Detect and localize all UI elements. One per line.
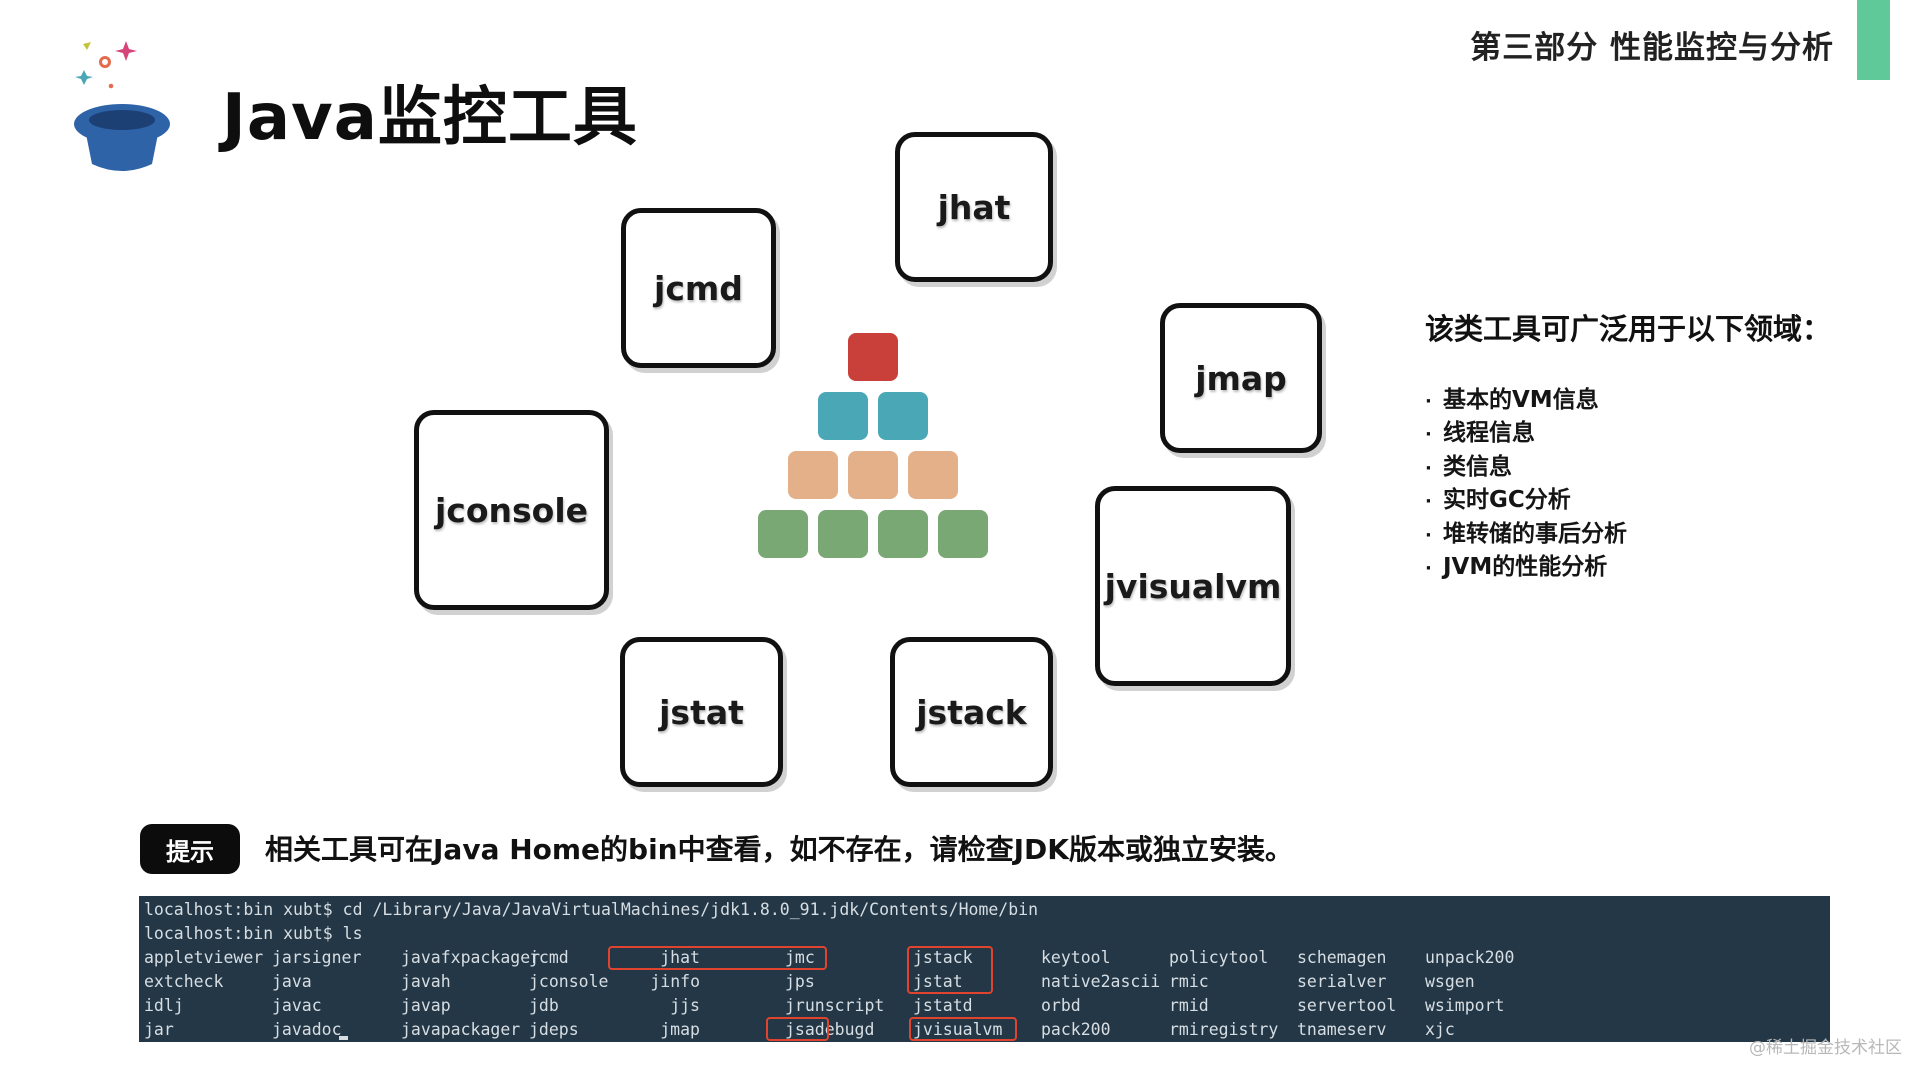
terminal-file-java: java <box>272 972 312 991</box>
terminal-file-javapackager: javapackager <box>401 1020 521 1039</box>
pyramid-block <box>818 510 868 558</box>
pyramid-block <box>938 510 988 558</box>
pyramid-block <box>758 510 808 558</box>
list-item: · 堆转储的事后分析 <box>1425 518 1627 551</box>
uses-list: · 基本的VM信息 · 线程信息 · 类信息 · 实时GC分析 · 堆转储的事后分析 · J… <box>1425 384 1627 584</box>
tip-badge: 提示 <box>140 824 240 874</box>
pyramid-block <box>848 333 898 381</box>
list-item: · 基本的VM信息 <box>1425 384 1627 417</box>
terminal-file-extcheck: extcheck <box>144 972 224 991</box>
tool-card-jvisualvm: jvisualvm <box>1095 486 1291 686</box>
bullet-icon: · <box>1425 424 1432 446</box>
terminal-file-jsadebugd: jsadebugd <box>785 1020 875 1039</box>
terminal-file-jhat: jhat <box>660 948 700 967</box>
terminal-file-javadoc: javadoc <box>272 1020 342 1039</box>
terminal-file-serialver: serialver <box>1297 972 1387 991</box>
terminal-file-jstatd: jstatd <box>913 996 973 1015</box>
watermark: @稀土掘金技术社区 <box>1749 1038 1902 1058</box>
list-item: · 实时GC分析 <box>1425 484 1627 517</box>
terminal-file-tnameserv: tnameserv <box>1297 1020 1387 1039</box>
terminal-file-wsimport: wsimport <box>1425 996 1505 1015</box>
highlight-jvisualvm <box>909 1017 1017 1041</box>
terminal-cursor <box>339 1036 348 1040</box>
uses-heading: 该类工具可广泛用于以下领域： <box>1425 312 1832 346</box>
pyramid-block <box>848 451 898 499</box>
list-item-label: JVM的性能分析 <box>1443 553 1608 580</box>
page-title: Java监控工具 <box>222 81 638 155</box>
tool-card-jconsole: jconsole <box>414 410 609 610</box>
bullet-icon: · <box>1425 457 1432 479</box>
terminal-file-jarsigner: jarsigner <box>272 948 362 967</box>
terminal-file-xjc: xjc <box>1425 1020 1455 1039</box>
pyramid-block <box>908 451 958 499</box>
terminal-file-rmiregistry: rmiregistry <box>1169 1020 1279 1039</box>
terminal-file-orbd: orbd <box>1041 996 1081 1015</box>
list-item: · 类信息 <box>1425 451 1627 484</box>
pyramid-block <box>818 392 868 440</box>
terminal-file-schemagen: schemagen <box>1297 948 1387 967</box>
terminal-file-jstack: jstack <box>913 948 973 967</box>
terminal-file-javah: javah <box>401 972 451 991</box>
list-item-label: 类信息 <box>1443 453 1512 480</box>
section-label: 第三部分 性能监控与分析 <box>1470 30 1834 66</box>
magic-hat-logo-icon <box>74 41 170 171</box>
terminal-file-jmc: jmc <box>785 948 815 967</box>
terminal-file-jvisualvm: jvisualvm <box>913 1020 1003 1039</box>
terminal-file-policytool: policytool <box>1169 948 1269 967</box>
terminal-file-unpack200: unpack200 <box>1425 948 1515 967</box>
terminal-file-javap: javap <box>401 996 451 1015</box>
tool-card-jhat: jhat <box>895 132 1053 282</box>
terminal-line: localhost:bin xubt$ ls <box>144 924 363 943</box>
tool-card-jstat: jstat <box>620 637 783 787</box>
list-item-label: 线程信息 <box>1443 420 1535 447</box>
tool-card-jcmd: jcmd <box>621 208 776 368</box>
terminal-file-appletviewer: appletviewer <box>144 948 264 967</box>
terminal-line: localhost:bin xubt$ cd /Library/Java/Jav… <box>144 900 1039 919</box>
terminal-file-jdb: jdb <box>529 996 559 1015</box>
list-item: · 线程信息 <box>1425 417 1627 450</box>
list-item-label: 基本的VM信息 <box>1443 387 1599 413</box>
terminal-file-wsgen: wsgen <box>1425 972 1475 991</box>
terminal-file-jcmd: jcmd <box>529 948 569 967</box>
terminal-file-javafxpackager: javafxpackager <box>401 948 541 967</box>
highlight-jcmd-jhat <box>608 946 827 970</box>
terminal-file-native2ascii: native2ascii <box>1041 972 1161 991</box>
list-item: · JVM的性能分析 <box>1425 551 1627 584</box>
terminal-file-jar: jar <box>144 1020 174 1039</box>
terminal-file-jmap: jmap <box>660 1020 700 1039</box>
terminal-file-jjs: jjs <box>670 996 700 1015</box>
terminal-file-jrunscript: jrunscript <box>785 996 885 1015</box>
highlight-jstack-jstat <box>907 946 993 994</box>
terminal-file-jps: jps <box>785 972 815 991</box>
terminal-file-jconsole: jconsole <box>529 972 609 991</box>
pyramid-block <box>878 510 928 558</box>
terminal-file-idlj: idlj <box>144 996 184 1015</box>
terminal-file-javac: javac <box>272 996 322 1015</box>
pyramid-block <box>878 392 928 440</box>
terminal-file-rmid: rmid <box>1169 996 1209 1015</box>
bullet-icon: · <box>1425 491 1432 513</box>
terminal-file-pack200: pack200 <box>1041 1020 1111 1039</box>
pyramid-block <box>788 451 838 499</box>
terminal-output: localhost:bin xubt$ cd /Library/Java/Jav… <box>139 896 1830 1042</box>
terminal-file-servertool: servertool <box>1297 996 1397 1015</box>
tip-text: 相关工具可在Java Home的bin中查看，如不存在，请检查JDK版本或独立安… <box>265 833 1293 866</box>
terminal-file-jdeps: jdeps <box>529 1020 579 1039</box>
terminal-file-keytool: keytool <box>1041 948 1111 967</box>
terminal-file-rmic: rmic <box>1169 972 1209 991</box>
highlight-jmap <box>766 1017 829 1041</box>
list-item-label: 实时GC分析 <box>1443 487 1571 514</box>
bullet-icon: · <box>1425 391 1432 412</box>
accent-bar <box>1857 0 1890 80</box>
tool-card-jmap: jmap <box>1160 303 1322 453</box>
terminal-file-jstat: jstat <box>913 972 963 991</box>
terminal-file-jinfo: jinfo <box>650 972 700 991</box>
bullet-icon: · <box>1425 524 1432 546</box>
bullet-icon: · <box>1425 557 1432 579</box>
list-item-label: 堆转储的事后分析 <box>1443 520 1627 547</box>
tool-card-jstack: jstack <box>890 637 1053 787</box>
